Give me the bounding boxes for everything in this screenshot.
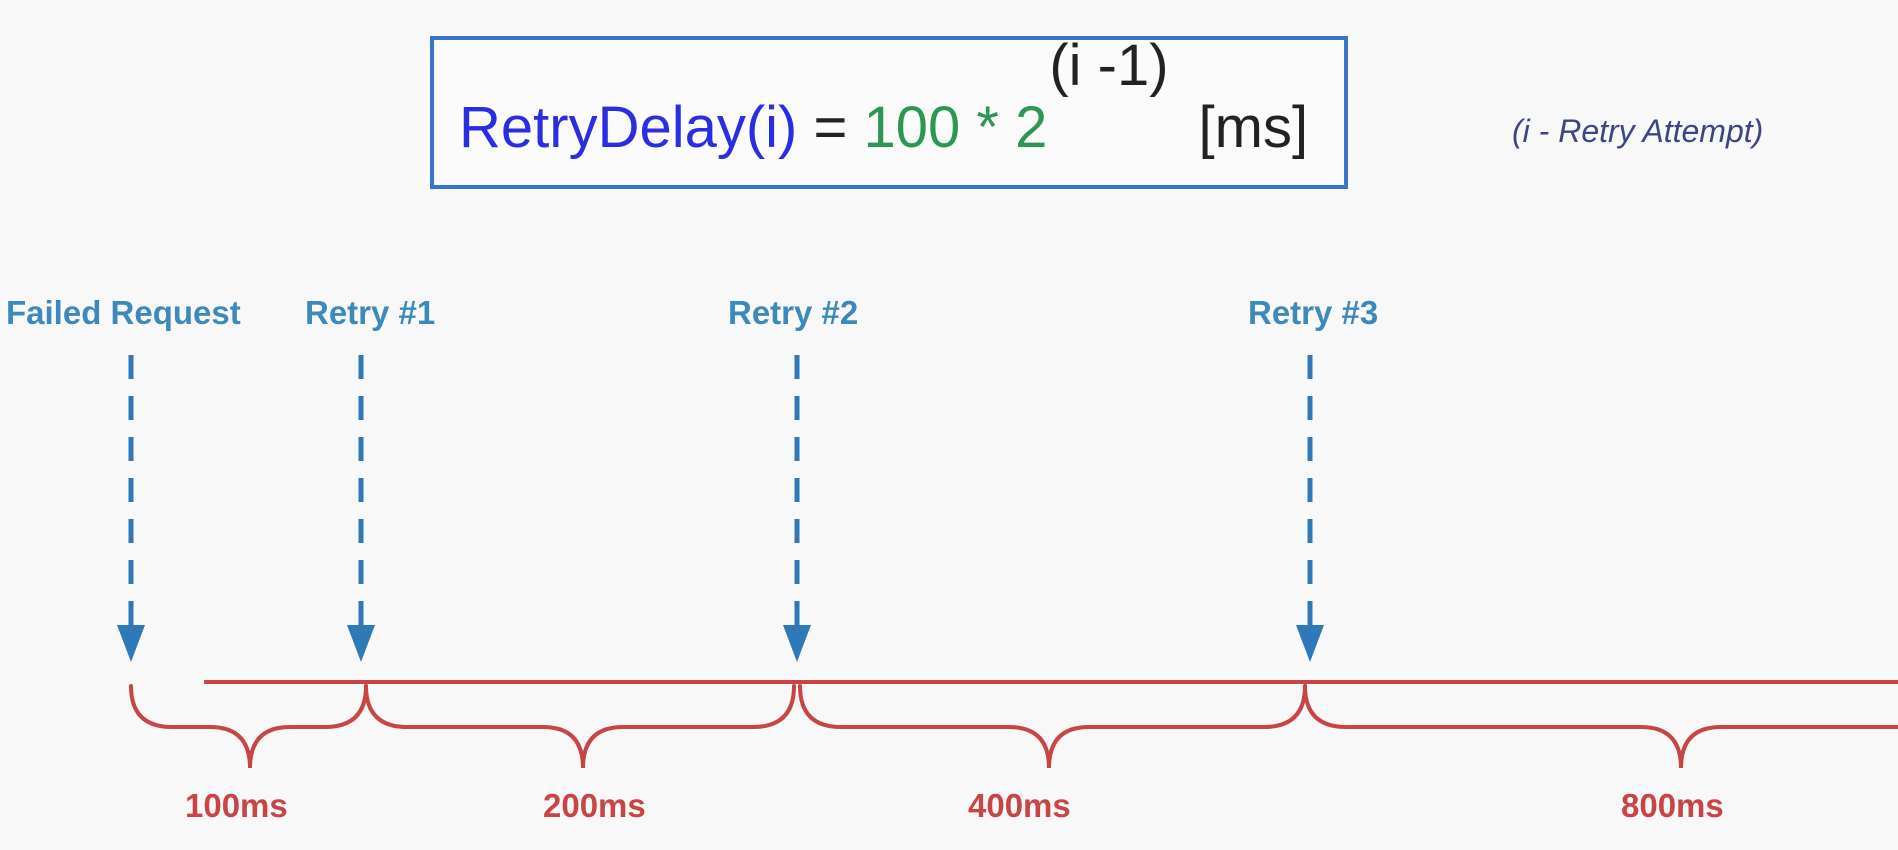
formula-exponent: (i -1) — [1049, 33, 1169, 98]
formula-equals: = — [813, 95, 848, 160]
formula-coefficient: 100 * 2 — [863, 95, 1048, 160]
arrow-head-retry-1 — [347, 625, 375, 662]
brace-100ms — [129, 684, 368, 769]
brace-800ms — [1303, 684, 1898, 769]
formula-function: RetryDelay(i) — [459, 95, 798, 160]
event-label-retry-1: Retry #1 — [305, 294, 436, 331]
formula-box: RetryDelay(i) = 100 * 2(i -1) [ms] — [430, 36, 1348, 189]
retry-attempt-note: (i - Retry Attempt) — [1512, 113, 1764, 149]
formula: RetryDelay(i) = 100 * 2(i -1)[ms] — [459, 37, 1308, 157]
event-label-retry-2: Retry #2 — [728, 294, 859, 331]
arrow-head-retry-3 — [1296, 625, 1324, 662]
arrow-head-retry-2 — [783, 625, 811, 662]
interval-label-100ms: 100ms — [185, 787, 288, 824]
arrow-head-failed-request — [117, 625, 145, 662]
event-label-failed-request: Failed Request — [6, 294, 241, 331]
interval-label-400ms: 400ms — [968, 787, 1071, 824]
interval-label-200ms: 200ms — [543, 787, 646, 824]
interval-label-800ms: 800ms — [1621, 787, 1724, 824]
brace-200ms — [364, 684, 796, 769]
event-label-retry-3: Retry #3 — [1248, 294, 1379, 331]
brace-400ms — [798, 684, 1307, 769]
formula-unit: [ms] — [1198, 95, 1309, 160]
